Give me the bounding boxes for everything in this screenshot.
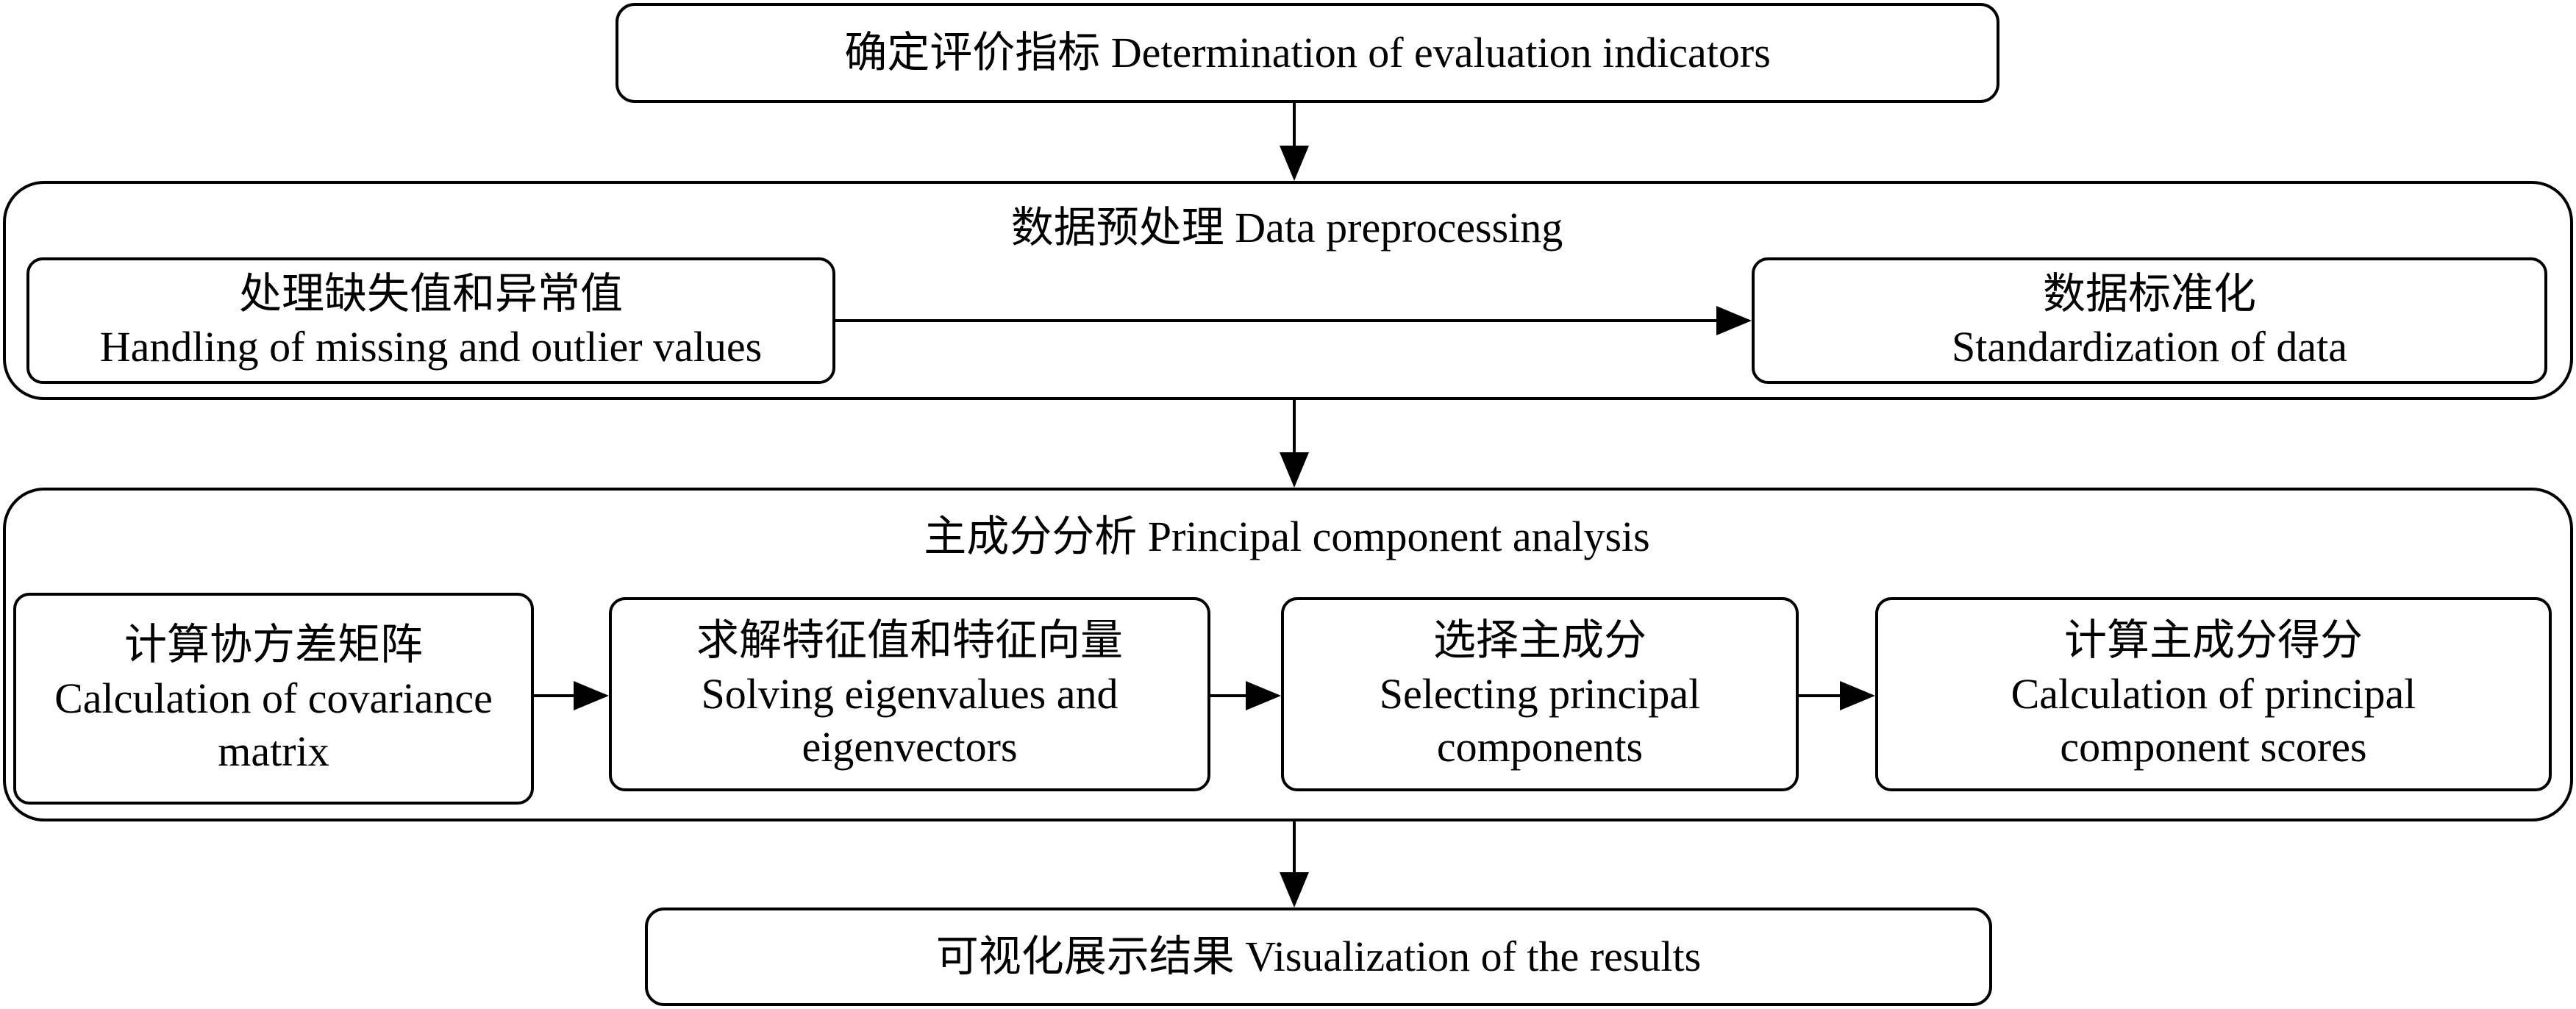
pca-step-covariance-en2: matrix (218, 727, 329, 776)
visualization-box: 可视化展示结果 Visualization of the results (645, 908, 1992, 1006)
determination-box: 确定评价指标 Determination of evaluation indic… (616, 3, 1999, 103)
standardization-cn: 数据标准化 (2042, 269, 2256, 318)
handling-missing-box: 处理缺失值和异常值 Handling of missing and outlie… (26, 257, 835, 384)
pca-step-select-cn: 选择主成分 (1433, 616, 1646, 665)
pca-step-scores-cn: 计算主成分得分 (2063, 616, 2363, 665)
preprocessing-title-wrap: 数据预处理 Data preprocessing (735, 199, 1838, 257)
pca-step-scores-en2: component scores (2060, 723, 2367, 771)
handling-missing-en: Handling of missing and outlier values (99, 323, 763, 371)
visualization-label: 可视化展示结果 Visualization of the results (935, 932, 1702, 980)
pca-step-covariance-en1: Calculation of covariance (54, 674, 493, 722)
pca-title: 主成分分析 Principal component analysis (924, 512, 1650, 560)
handling-missing-cn: 处理缺失值和异常值 (238, 269, 623, 318)
pca-title-wrap: 主成分分析 Principal component analysis (662, 507, 1912, 566)
pca-step-eigen-en1: Solving eigenvalues and (701, 669, 1118, 718)
preprocessing-group (3, 181, 2573, 400)
pca-step-covariance-cn: 计算协方差矩阵 (124, 621, 423, 669)
pca-step-eigen-en2: eigenvectors (802, 723, 1018, 771)
pca-group (3, 488, 2573, 821)
pca-step-select-en1: Selecting principal (1379, 669, 1701, 718)
standardization-box: 数据标准化 Standardization of data (1752, 257, 2547, 384)
pca-step-scores-en1: Calculation of principal (2011, 669, 2416, 718)
standardization-en: Standardization of data (1952, 323, 2347, 371)
preprocessing-title: 数据预处理 Data preprocessing (1010, 203, 1563, 252)
pca-step-scores: 计算主成分得分 Calculation of principal compone… (1875, 597, 2552, 791)
pca-step-covariance: 计算协方差矩阵 Calculation of covariance matrix (13, 593, 534, 805)
pca-step-select: 选择主成分 Selecting principal components (1281, 597, 1799, 791)
pca-step-eigen-cn: 求解特征值和特征向量 (696, 616, 1123, 665)
pca-step-eigen: 求解特征值和特征向量 Solving eigenvalues and eigen… (609, 597, 1210, 791)
pca-step-select-en2: components (1436, 723, 1644, 771)
determination-label: 确定评价指标 Determination of evaluation indic… (844, 28, 1771, 76)
